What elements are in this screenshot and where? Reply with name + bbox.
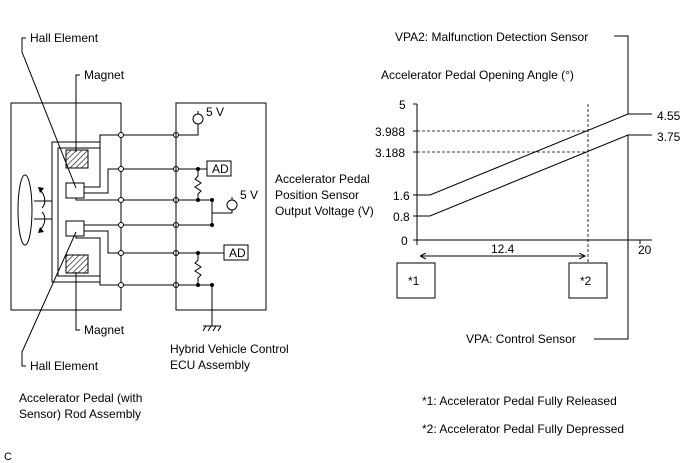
y-tick-3188: 3.188 xyxy=(375,146,405,160)
marker-2-label: *2 xyxy=(580,274,592,288)
vpa-curve xyxy=(417,134,652,217)
supply-symbol-top xyxy=(192,113,204,125)
ad-converter-top xyxy=(206,160,232,177)
angle-axis-label: Accelerator Pedal Opening Angle (°) xyxy=(381,68,574,82)
resistor-top xyxy=(194,169,202,200)
hall-element-top-label: Hall Element xyxy=(30,31,99,45)
supply-symbol-bottom xyxy=(226,199,238,211)
y-tick-0: 0 xyxy=(401,234,408,248)
sensor-assembly xyxy=(10,102,179,311)
ad-label-top: AD xyxy=(212,162,229,176)
wire xyxy=(84,134,121,188)
y-ticks xyxy=(413,103,417,241)
output-graph: VPA2: Malfunction Detection Sensor Accel… xyxy=(375,30,681,346)
leader-hall-top xyxy=(21,37,77,189)
supply-label-top: 5 V xyxy=(206,105,224,119)
notes: *1: Accelerator Pedal Fully Released *2:… xyxy=(422,394,624,436)
y-tick-3988: 3.988 xyxy=(375,125,405,139)
ground-bus xyxy=(179,199,213,226)
rod-assembly-label-line1: Accelerator Pedal (with xyxy=(19,391,142,405)
vpa2-label: VPA2: Malfunction Detection Sensor xyxy=(395,30,588,44)
left-labels: Hall Element Magnet Magnet Hall Element … xyxy=(4,31,374,463)
arrowhead-icon xyxy=(38,187,44,193)
value-375: 3.75 xyxy=(657,130,681,144)
x-end-label: 20 xyxy=(638,243,652,257)
supply-wire-top xyxy=(179,124,199,136)
corner-mark: C xyxy=(4,451,12,463)
ecu-housing xyxy=(175,102,267,311)
rotation-arrow-icon xyxy=(39,189,46,209)
value-455: 4.55 xyxy=(657,109,681,123)
magnet-bottom-label: Magnet xyxy=(84,323,125,337)
magnet-top xyxy=(65,149,89,169)
wire xyxy=(84,168,121,194)
arrowhead-icon xyxy=(38,227,44,233)
vpa-leader xyxy=(594,135,629,340)
ecu-label-line1: Hybrid Vehicle Control xyxy=(170,342,289,356)
leader-magnet-top xyxy=(75,74,80,152)
marker-2-box xyxy=(568,262,608,299)
y-tick-16: 1.6 xyxy=(393,189,410,203)
marker-1-box xyxy=(396,262,436,299)
ground-icon xyxy=(202,325,222,332)
rotation-arrow-icon xyxy=(39,211,46,231)
note-depressed: *2: Accelerator Pedal Fully Depressed xyxy=(422,422,624,436)
magnet-yoke-inner xyxy=(57,147,100,277)
note-released: *1: Accelerator Pedal Fully Released xyxy=(422,394,617,408)
sensor-housing xyxy=(10,102,122,311)
vpa-label: VPA: Control Sensor xyxy=(466,332,576,346)
output-voltage-label-line1: Accelerator Pedal xyxy=(275,172,370,186)
x-span-label: 12.4 xyxy=(491,242,515,256)
magnet-top-label: Magnet xyxy=(84,68,125,82)
hall-element-top xyxy=(65,182,85,199)
supply-wire-bottom xyxy=(211,210,233,225)
ecu-block: 5 V AD 5 V AD xyxy=(175,102,267,332)
marker-1-label: *1 xyxy=(408,274,420,288)
rod-shaft xyxy=(34,200,52,220)
resistor-bottom xyxy=(194,253,202,285)
output-voltage-label-line2: Position Sensor xyxy=(275,188,359,202)
ad-converter-bottom xyxy=(223,244,249,261)
guide-lines xyxy=(417,104,589,265)
harness-wires xyxy=(124,134,173,286)
wire xyxy=(75,198,121,201)
y-tick-5: 5 xyxy=(399,98,406,112)
hall-element-bottom xyxy=(65,220,85,237)
vpa2-curve xyxy=(417,113,652,196)
hall-element-bottom-label: Hall Element xyxy=(30,359,99,373)
connector-terminals xyxy=(118,132,179,288)
ecu-label-line2: ECU Assembly xyxy=(170,358,250,372)
leader-hall-bottom xyxy=(21,231,77,367)
supply-label-bottom: 5 V xyxy=(240,188,258,202)
wire xyxy=(75,236,121,286)
ad-label-bottom: AD xyxy=(229,246,246,260)
magnet-bottom xyxy=(65,254,89,274)
output-voltage-label-line3: Output Voltage (V) xyxy=(275,204,374,218)
rod-end xyxy=(17,174,33,246)
wire xyxy=(84,230,121,254)
y-tick-08: 0.8 xyxy=(393,210,410,224)
rod-assembly-label-line2: Sensor) Rod Assembly xyxy=(19,407,141,421)
leader-magnet-bottom xyxy=(75,272,80,331)
vpa2-leader xyxy=(614,35,629,114)
